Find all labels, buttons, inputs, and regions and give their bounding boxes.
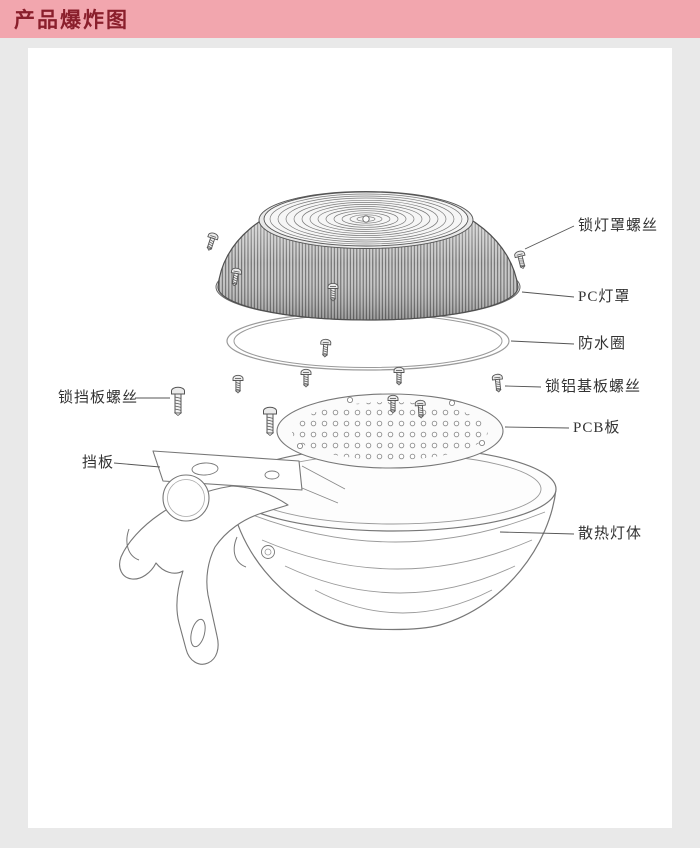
pcb-board-drawing: [276, 393, 504, 469]
label-pcb-board: PCB板: [573, 420, 621, 436]
screw-icon: [491, 373, 505, 393]
page-title: 产品爆炸图: [14, 8, 129, 32]
pc-lamp-cover-drawing: [215, 191, 521, 321]
leader-lines: [113, 225, 575, 535]
dome-concentric-rings: [269, 193, 463, 245]
baffle-bracket-drawing: [119, 450, 346, 665]
label-baffle: 挡板: [82, 455, 115, 471]
screw-icon: [513, 249, 529, 271]
screw-icon: [203, 231, 220, 253]
label-pc-lamp-cover: PC灯罩: [578, 289, 631, 305]
waterproof-ring-drawing: [226, 311, 510, 371]
label-lock-baffle-screws: 锁挡板螺丝: [58, 390, 139, 406]
page-header: 产品爆炸图: [0, 0, 700, 38]
heatsink-body-drawing: [229, 446, 557, 631]
baffle-screw-icon: [171, 386, 185, 416]
label-heatsink-lamp-body: 散热灯体: [578, 526, 643, 542]
label-lock-pcb-screws: 锁铝基板螺丝: [545, 379, 642, 395]
label-waterproof-ring: 防水圈: [578, 336, 627, 352]
screw-icon: [319, 338, 332, 358]
screw-icon: [393, 366, 405, 386]
baffle-screw-icon: [263, 406, 277, 436]
screw-icon: [300, 368, 312, 388]
screw-icon: [232, 374, 244, 394]
label-lock-lamp-cover-screws: 锁灯罩螺丝: [578, 218, 659, 234]
